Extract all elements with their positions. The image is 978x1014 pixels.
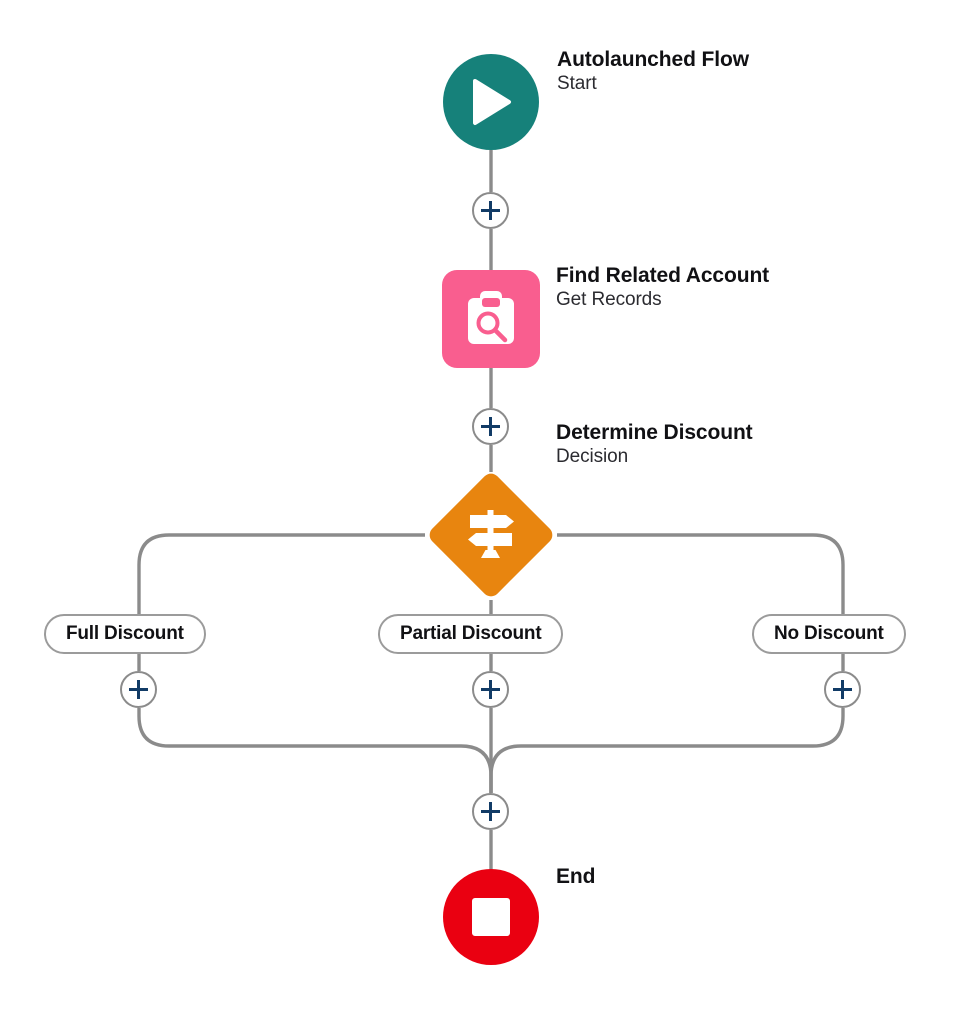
start-node-subtitle: Start — [557, 72, 597, 94]
connector-decision-to-branch-full — [137, 533, 425, 614]
flow-node-end[interactable] — [443, 869, 539, 965]
connector-merge-left — [137, 708, 493, 793]
get-records-node-title: Find Related Account — [556, 264, 770, 287]
add-element-button-after-get-records[interactable] — [472, 408, 509, 445]
decision-node-subtitle: Decision — [556, 445, 629, 467]
end-node-circle[interactable] — [443, 869, 539, 965]
branch-label-text: No Discount — [774, 623, 884, 644]
branch-label-text: Partial Discount — [400, 623, 542, 644]
get-records-node-tile[interactable] — [442, 270, 540, 368]
branch-label-full-discount[interactable]: Full Discount — [44, 614, 206, 654]
connector-merge-right — [489, 708, 845, 793]
flow-node-get-records[interactable] — [442, 270, 540, 368]
decision-node-label: Determine Discount Decision — [556, 421, 753, 468]
add-element-button-before-end[interactable] — [472, 793, 509, 830]
add-element-button-branch-partial-discount[interactable] — [472, 671, 509, 708]
start-node-title: Autolaunched Flow — [557, 48, 749, 71]
add-element-button-branch-no-discount[interactable] — [824, 671, 861, 708]
get-records-node-subtitle: Get Records — [556, 288, 662, 310]
start-node-circle[interactable] — [443, 54, 539, 150]
end-node-label: End — [556, 865, 595, 890]
end-node-title: End — [556, 865, 596, 888]
branch-label-text: Full Discount — [66, 623, 184, 644]
decision-icon-holder — [425, 469, 557, 601]
stop-square-icon — [472, 898, 510, 936]
start-node-label: Autolaunched Flow Start — [557, 48, 749, 95]
signpost-icon — [468, 510, 514, 558]
decision-node-title: Determine Discount — [556, 421, 753, 444]
flow-node-start[interactable] — [443, 54, 539, 150]
play-icon — [473, 79, 511, 125]
flow-node-decision[interactable] — [425, 469, 557, 601]
branch-label-partial-discount[interactable]: Partial Discount — [378, 614, 564, 654]
clipboard-search-icon — [468, 291, 514, 344]
branch-label-no-discount[interactable]: No Discount — [752, 614, 906, 654]
add-element-button-after-start[interactable] — [472, 192, 509, 229]
add-element-button-branch-full-discount[interactable] — [120, 671, 157, 708]
get-records-node-label: Find Related Account Get Records — [556, 264, 769, 311]
connector-decision-to-branch-no — [557, 533, 845, 614]
